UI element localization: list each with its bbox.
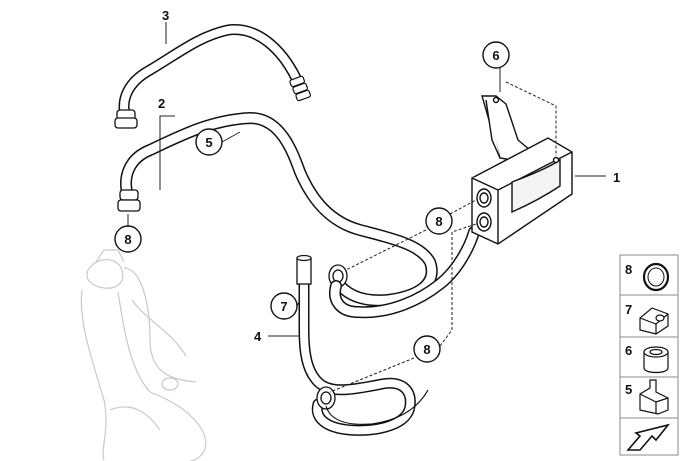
orientation-arrow-icon — [626, 423, 671, 451]
legend-item-5: 5 — [625, 379, 669, 415]
legend-item-8: 8 — [625, 262, 670, 292]
hose-4 — [296, 254, 429, 436]
callout-8-bottom: 8 — [413, 335, 441, 363]
hose-2-fitting-left — [117, 189, 141, 212]
callout-7: 7 — [270, 292, 298, 320]
hose-loop-upper — [329, 226, 480, 319]
svg-text:7: 7 — [625, 302, 632, 317]
o-ring-icon — [642, 262, 670, 292]
legend-item-7: 7 — [625, 302, 669, 335]
hose-2 — [117, 112, 438, 307]
part-label-3: 3 — [162, 8, 169, 23]
svg-text:6: 6 — [625, 343, 632, 358]
bracket-clip-icon — [639, 379, 669, 415]
cooler-bolt-top — [492, 96, 500, 104]
legend-item-6: 6 — [625, 343, 669, 374]
part-label-2: 2 — [158, 96, 165, 111]
svg-text:5: 5 — [205, 135, 212, 150]
callout-6: 6 — [482, 41, 510, 69]
legend-panel: 8 7 6 5 — [619, 254, 679, 456]
hose-3-corrugated-end — [289, 75, 311, 102]
hose-4-pipe-end — [296, 257, 312, 285]
part-label-4: 4 — [254, 329, 262, 344]
svg-text:8: 8 — [124, 232, 131, 247]
callout-8-top: 8 — [425, 207, 453, 235]
svg-text:8: 8 — [435, 214, 442, 229]
hose-4-fitting — [316, 386, 336, 410]
hose-3 — [114, 24, 311, 129]
callout-8-left: 8 — [114, 225, 142, 253]
oil-cooler — [471, 95, 573, 245]
clip-icon — [639, 307, 669, 335]
ghost-engine-outline — [80, 249, 207, 461]
svg-text:8: 8 — [423, 342, 430, 357]
svg-text:8: 8 — [625, 262, 632, 277]
cap-icon — [643, 346, 669, 374]
callout-5: 5 — [195, 128, 223, 156]
svg-text:6: 6 — [492, 48, 499, 63]
hose-3-fitting — [114, 109, 138, 129]
cooler-ports — [476, 188, 492, 232]
cooler-bolt-right — [552, 156, 560, 164]
part-label-1: 1 — [613, 170, 620, 185]
svg-text:7: 7 — [280, 299, 287, 314]
svg-text:5: 5 — [625, 382, 632, 397]
